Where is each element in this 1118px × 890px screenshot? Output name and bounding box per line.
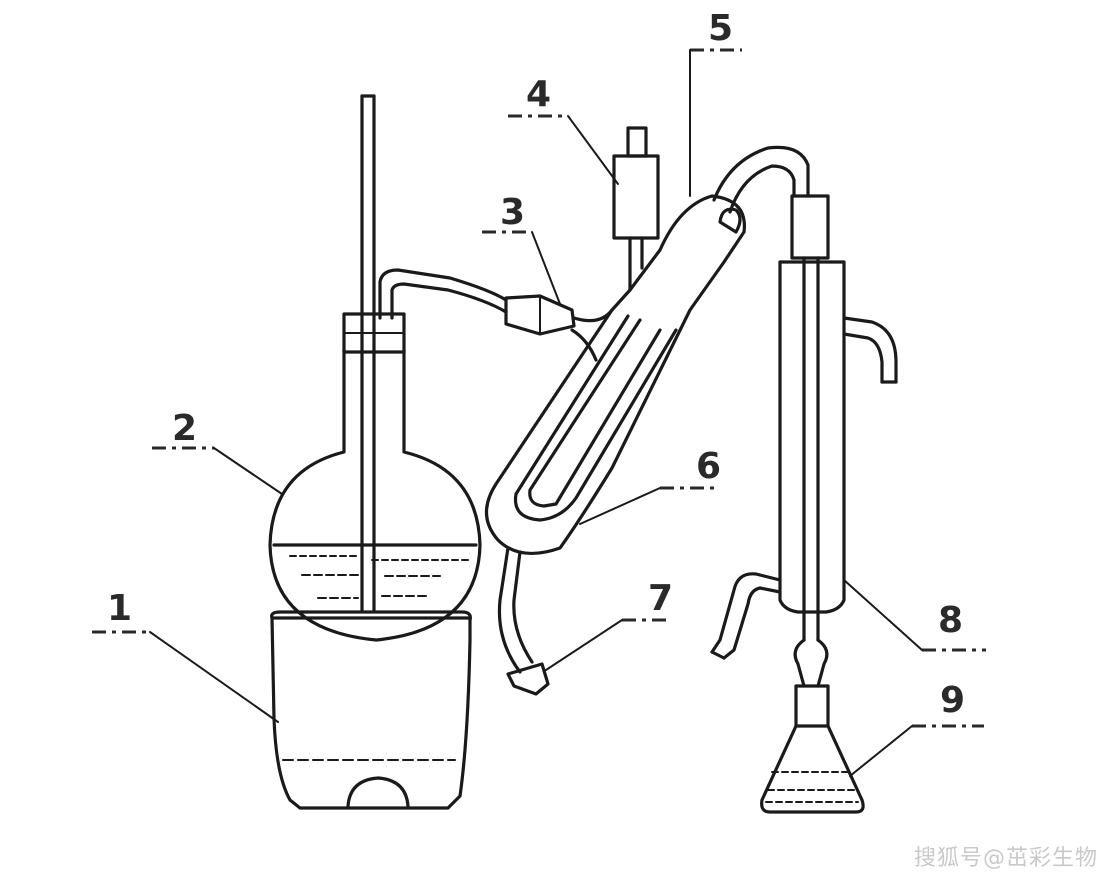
- label-5: 5: [708, 8, 733, 49]
- label-2: 2: [172, 408, 197, 449]
- watermark-text: 搜狐号@茁彩生物: [913, 846, 1098, 871]
- label-3: 3: [500, 192, 525, 233]
- top-reservoir: [612, 126, 660, 292]
- connector-clamp: [504, 294, 614, 362]
- label-6: 6: [696, 446, 721, 487]
- label-7: 7: [648, 578, 673, 619]
- label-1: 1: [107, 588, 132, 629]
- condenser: [710, 194, 898, 688]
- label-4: 4: [526, 74, 551, 115]
- angled-vessel: [484, 145, 810, 696]
- receiving-flask: [760, 684, 865, 814]
- round-bottom-flask: [268, 94, 508, 642]
- label-8: 8: [938, 600, 963, 641]
- label-9: 9: [940, 680, 965, 721]
- leader-lines: [92, 48, 986, 777]
- heater-pot: [270, 610, 472, 810]
